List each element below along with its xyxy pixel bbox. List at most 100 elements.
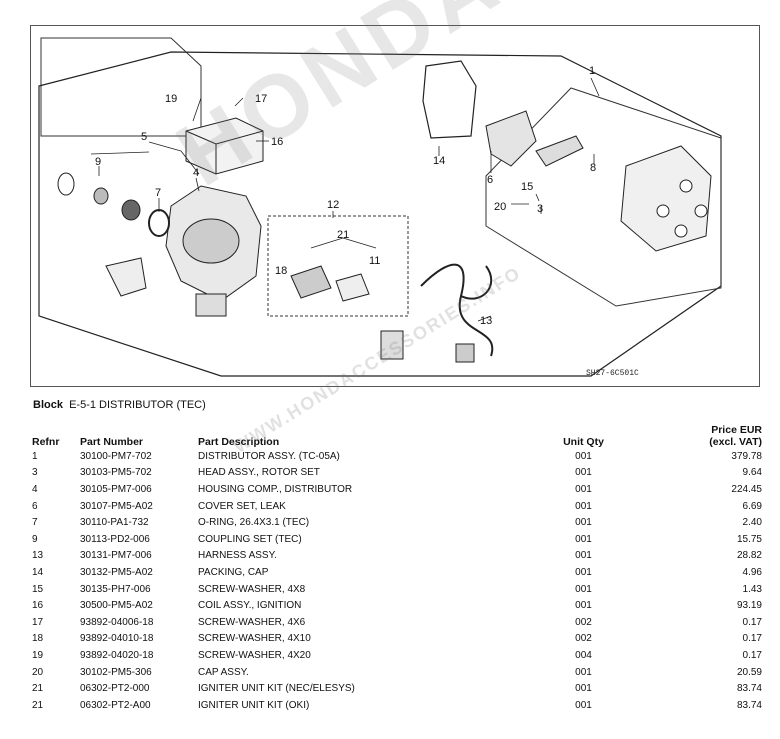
cell-refnr: 16 — [32, 600, 44, 612]
parts-diagram: 1 3 4 5 6 7 8 9 11 12 13 14 15 16 17 18 … — [30, 25, 760, 387]
callout-18: 18 — [275, 265, 287, 277]
cell-description: HOUSING COMP., DISTRIBUTOR — [198, 483, 353, 495]
cell-part-number: 93892-04006-18 — [80, 616, 154, 628]
cell-part-number: 30131-PM7-006 — [80, 550, 152, 562]
cell-part-number: 30135-PH7-006 — [80, 583, 151, 595]
cell-description: PACKING, CAP — [198, 566, 269, 578]
cell-price: 93.19 — [736, 600, 762, 612]
table-header-row: Refnr Part Number Part Description Unit … — [28, 418, 768, 448]
harness — [420, 263, 494, 357]
cell-part-number: 30105-PM7-006 — [80, 483, 152, 495]
cap-packing — [422, 60, 477, 139]
cell-refnr: 18 — [32, 633, 44, 645]
ignition-coil — [185, 117, 264, 175]
cell-description: CAP ASSY. — [198, 666, 249, 678]
cell-refnr: 13 — [32, 550, 44, 562]
cell-description: IGNITER UNIT KIT (NEC/ELESYS) — [198, 683, 355, 695]
rotor — [535, 135, 584, 167]
callout-13: 13 — [480, 315, 492, 327]
cell-refnr: 17 — [32, 616, 44, 628]
cell-price: 4.96 — [742, 566, 762, 578]
diagram-outline-main — [38, 51, 722, 377]
header-description: Part Description — [198, 436, 280, 448]
cell-price: 224.45 — [731, 483, 762, 495]
cell-refnr: 6 — [32, 500, 38, 512]
cell-description: SCREW-WASHER, 4X10 — [198, 633, 311, 645]
cell-part-number: 30100-PM7-702 — [80, 450, 152, 462]
callout-4: 4 — [193, 167, 199, 179]
cell-unit-qty: 001 — [575, 600, 592, 612]
cell-part-number: 30500-PM5-A02 — [80, 600, 153, 612]
igniter-kit-box — [267, 215, 409, 317]
cell-price: 0.17 — [742, 633, 762, 645]
cell-price: 28.82 — [736, 550, 762, 562]
callout-3: 3 — [537, 203, 543, 215]
callout-21: 21 — [337, 229, 349, 241]
cell-description: HEAD ASSY., ROTOR SET — [198, 467, 320, 479]
cell-part-number: 30102-PM5-306 — [80, 666, 152, 678]
distributor-cap-box — [485, 87, 722, 307]
cell-unit-qty: 001 — [575, 533, 592, 545]
cell-price: 9.64 — [742, 467, 762, 479]
cell-description: HARNESS ASSY. — [198, 550, 277, 562]
cell-price: 83.74 — [736, 683, 762, 695]
cell-part-number: 93892-04010-18 — [80, 633, 154, 645]
callout-1: 1 — [589, 65, 595, 77]
cell-part-number: 30110-PA1-732 — [80, 517, 149, 529]
cell-unit-qty: 001 — [575, 483, 592, 495]
header-part-number: Part Number — [80, 436, 144, 448]
block-heading: Block E-5-1 DISTRIBUTOR (TEC) — [33, 399, 206, 411]
cell-description: IGNITER UNIT KIT (OKI) — [198, 699, 310, 711]
cell-part-number: 06302-PT2-A00 — [80, 699, 151, 711]
callout-12: 12 — [327, 199, 339, 211]
cell-price: 83.74 — [736, 699, 762, 711]
cell-unit-qty: 001 — [575, 666, 592, 678]
cell-unit-qty: 001 — [575, 467, 592, 479]
callout-19: 19 — [165, 93, 177, 105]
callout-11: 11 — [369, 255, 380, 267]
cell-price: 379.78 — [731, 450, 762, 462]
cell-unit-qty: 001 — [575, 450, 592, 462]
callout-8: 8 — [590, 162, 596, 174]
header-price-line2: (excl. VAT) — [709, 436, 762, 448]
callout-14: 14 — [433, 155, 445, 167]
cell-part-number: 30103-PM5-702 — [80, 467, 152, 479]
callout-17: 17 — [255, 93, 267, 105]
callout-20: 20 — [494, 201, 506, 213]
cell-refnr: 9 — [32, 533, 38, 545]
callout-9: 9 — [95, 156, 101, 168]
cell-part-number: 30132-PM5-A02 — [80, 566, 153, 578]
parts-table: Refnr Part Number Part Description Unit … — [28, 418, 768, 714]
cell-refnr: 3 — [32, 467, 38, 479]
cell-description: COVER SET, LEAK — [198, 500, 286, 512]
cell-part-number: 06302-PT2-000 — [80, 683, 150, 695]
igniter-unit — [290, 265, 332, 299]
header-price: Price EUR (excl. VAT) — [655, 418, 768, 448]
callout-7: 7 — [155, 187, 161, 199]
cell-part-number: 30107-PM5-A02 — [80, 500, 153, 512]
cell-unit-qty: 001 — [575, 583, 592, 595]
cell-description: COIL ASSY., IGNITION — [198, 600, 302, 612]
block-title: E-5-1 DISTRIBUTOR (TEC) — [69, 399, 206, 411]
leak-cover — [485, 110, 537, 167]
callout-5: 5 — [141, 131, 147, 143]
cell-part-number: 93892-04020-18 — [80, 649, 154, 661]
cell-refnr: 4 — [32, 483, 38, 495]
cell-description: COUPLING SET (TEC) — [198, 533, 302, 545]
exploded-view-drawing: 1 3 4 5 6 7 8 9 11 12 13 14 15 16 17 18 … — [38, 37, 722, 378]
cell-price: 2.40 — [742, 517, 762, 529]
cell-description: DISTRIBUTOR ASSY. (TC-05A) — [198, 450, 340, 462]
cell-refnr: 15 — [32, 583, 44, 595]
cell-refnr: 20 — [32, 666, 44, 678]
